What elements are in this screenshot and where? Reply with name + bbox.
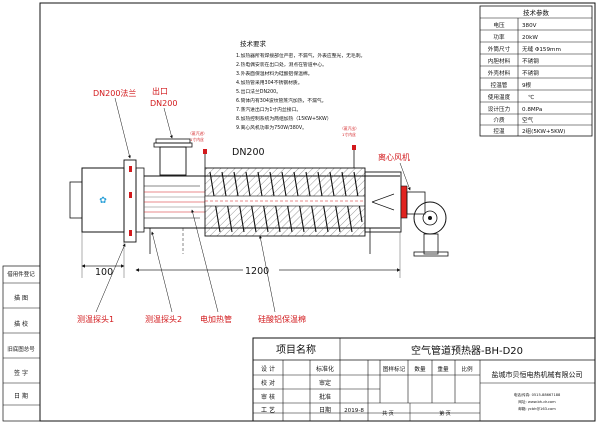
tech-note-6: 6.筒体内有304波纹管蒸汽加热，不漏气。: [236, 97, 326, 104]
outlet-flange: [153, 142, 193, 148]
dim-main: 1200: [245, 266, 269, 277]
col-header-scale: 比例: [461, 365, 473, 373]
steam-in-note-1: （蒸汽进）: [188, 131, 207, 136]
spec-label-8: 介质: [493, 116, 505, 124]
contact-email: 邮箱: ycbh@163.com: [518, 406, 556, 411]
drawing-title: 空气管道预热器-BH-D20: [411, 344, 523, 357]
steam-out-note-2: 1寸内丝: [342, 132, 356, 137]
spec-label-2: 外筒尺寸: [488, 45, 511, 53]
tech-note-3: 3.外表面保温材料为硅酸铝保温棉。: [236, 70, 313, 77]
spec-label-7: 设计压力: [488, 105, 511, 113]
role-review: 审 核: [261, 393, 275, 401]
spec-label-1: 功率: [493, 33, 505, 41]
dimensions: 100 1200: [81, 232, 401, 278]
col-header-weight: 重量: [437, 365, 449, 373]
project-label: 项目名称: [276, 343, 316, 356]
spec-value-5: 9根: [522, 81, 532, 89]
outlet-pipe: [159, 146, 187, 176]
tech-notes-title: 技术要求: [240, 39, 267, 48]
fan-inlet-flange: [400, 185, 408, 219]
callout-probe2: 测温探头2: [145, 314, 182, 324]
spec-label-0: 电压: [493, 21, 505, 29]
spec-value-7: 0.8MPa: [522, 107, 542, 113]
mid-sanction: 批准: [319, 393, 331, 401]
tech-note-2: 2.热电偶安装在出口处，测点在管道中心。: [236, 61, 327, 68]
spec-value-4: 不锈钢: [522, 69, 539, 77]
contact-phone: 电话/传真: 0515-88667188: [514, 392, 561, 397]
labels: DN200法兰 出口 DN200 （蒸汽进） 1寸内丝 （蒸汽出） 1寸内丝 D…: [93, 86, 411, 191]
spec-value-2: 无缝 Φ159mm: [522, 45, 561, 53]
col-header-mark: 图样标记: [383, 365, 406, 373]
col-header-qty: 数量: [414, 365, 426, 373]
heater-drawing: ✿: [69, 138, 449, 257]
tech-note-8: 8.加热控制系统为两组加热（15KW+5KW）: [236, 115, 332, 122]
spec-label-5: 控温管: [491, 81, 508, 89]
logo-mark: ✿: [99, 196, 107, 206]
spec-value-0: 380V: [522, 23, 537, 29]
left-strip: 借用件登记 描 图 描 校 旧底图总号 签 字 日 期: [2, 265, 41, 422]
flange-label: DN200法兰: [93, 88, 136, 98]
spec-label-3: 内胆材料: [488, 57, 511, 65]
spec-value-1: 20kW: [522, 35, 538, 41]
company-name: 盐城市贝恒电热机械有限公司: [492, 370, 583, 379]
dim-left: 100: [95, 267, 113, 278]
left-strip-item-4: 签 字: [14, 369, 28, 377]
mid-approve: 审定: [319, 379, 331, 387]
bellows-dn-label: DN200: [232, 147, 265, 158]
tech-note-7: 7.蒸汽进出口为1寸内丝接口。: [236, 106, 301, 113]
outlet-label: 出口: [152, 86, 168, 96]
callout-probe1: 测温探头1: [77, 314, 114, 324]
mid-date: 日期: [319, 406, 331, 414]
centrifugal-fan: [406, 191, 449, 257]
spec-value-8: 空气: [522, 116, 534, 124]
callouts: 测温探头1 测温探头2 电加热管 硅酸铝保温棉: [77, 209, 306, 324]
spec-value-3: 不锈钢: [522, 57, 539, 65]
left-strip-item-5: 日 期: [14, 392, 28, 400]
spec-label-4: 外壳材料: [488, 69, 511, 77]
date-value: 2019-8: [344, 408, 364, 414]
spec-table-title: 技术参数: [523, 8, 550, 17]
spec-value-6: ℃: [528, 94, 534, 101]
sheet-number: 第 页: [439, 410, 451, 417]
spec-table: 技术参数 电压 380V 功率 20kW 外筒尺寸 无缝 Φ159mm 内胆材料…: [479, 5, 593, 137]
tech-note-1: 1.加热器所有焊接部位严密，不漏气，外表应整光，无毛刺。: [236, 52, 365, 59]
mount-flange: [123, 159, 137, 243]
callout-insulation: 硅酸铝保温棉: [258, 314, 306, 324]
outlet-dn-label: DN200: [150, 99, 177, 108]
left-strip-item-1: 描 图: [14, 294, 28, 302]
fan-label: 离心风机: [378, 152, 410, 162]
spec-label-6: 使用温度: [488, 93, 511, 101]
steam-in-note-2: 1寸内丝: [190, 137, 204, 142]
left-strip-item-2: 描 校: [14, 320, 28, 328]
role-check: 校 对: [261, 379, 275, 387]
sheets-total: 共 页: [382, 410, 394, 417]
tech-note-4: 4.加热管采用304不锈钢材质。: [236, 79, 303, 86]
role-process: 工 艺: [261, 406, 275, 414]
title-block: 项目名称 空气管道预热器-BH-D20 设 计 校 对 审 核 工 艺 标准化 …: [252, 337, 596, 422]
tech-note-9: 9.离心风机功率为750W/380V。: [236, 124, 307, 131]
mid-standard: 标准化: [316, 365, 334, 373]
left-strip-item-3: 旧底图总号: [7, 345, 35, 353]
callout-heater: 电加热管: [200, 314, 232, 324]
tech-notes: 技术要求 1.加热器所有焊接部位严密，不漏气，外表应整光，无毛刺。 2.热电偶安…: [236, 39, 365, 131]
spec-value-9: 2组(5KW+5KW): [522, 127, 565, 135]
role-design: 设 计: [261, 365, 275, 373]
tech-note-5: 5.出口法兰DN200。: [236, 88, 281, 95]
spec-label-9: 控温: [493, 127, 505, 135]
steam-out-note-1: （蒸汽出）: [340, 126, 359, 131]
contact-web: 网址: www.bh-dr.com: [518, 399, 556, 404]
left-strip-item-0: 借用件登记: [7, 270, 35, 278]
